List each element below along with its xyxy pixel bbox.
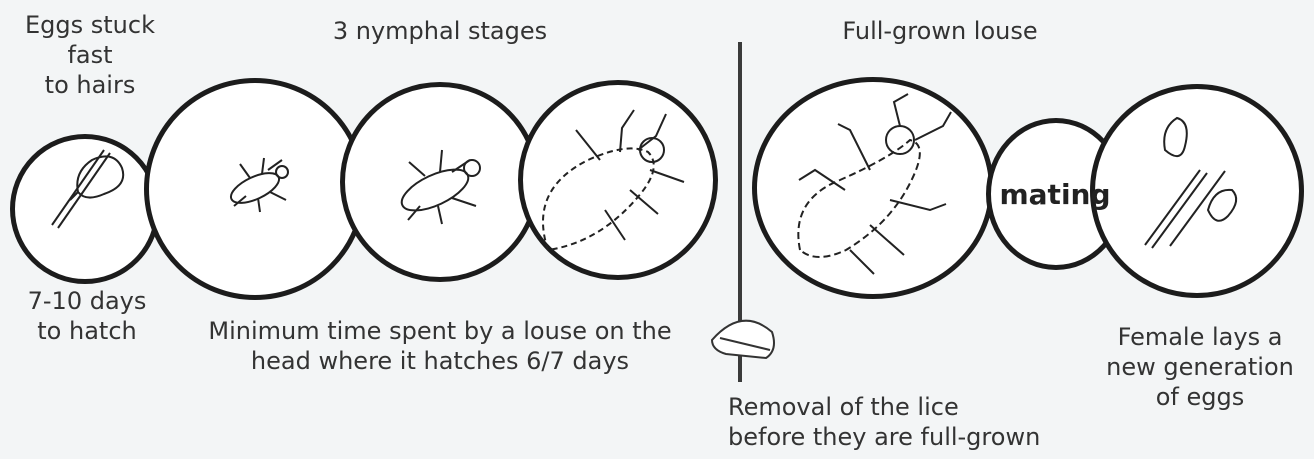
mating-label: mating <box>990 178 1120 211</box>
nymph-icon <box>543 110 684 250</box>
hatch-label: 7-10 days to hatch <box>12 286 162 346</box>
louse-icon <box>798 94 951 274</box>
comb-icon <box>712 321 774 358</box>
nymph-icon <box>396 150 480 224</box>
eggs-stuck-label: Eggs stuck fast to hairs <box>20 10 160 100</box>
nymphal-stages-label: 3 nymphal stages <box>300 16 580 46</box>
nymph-icon <box>227 158 288 212</box>
full-grown-label: Full-grown louse <box>800 16 1080 46</box>
minimum-time-label: Minimum time spent by a louse on the hea… <box>180 316 700 376</box>
egg-icon <box>52 150 123 228</box>
female-lays-label: Female lays a new generation of eggs <box>1100 322 1300 412</box>
eggs-icon <box>1145 118 1236 248</box>
removal-label: Removal of the lice before they are full… <box>728 392 1048 452</box>
